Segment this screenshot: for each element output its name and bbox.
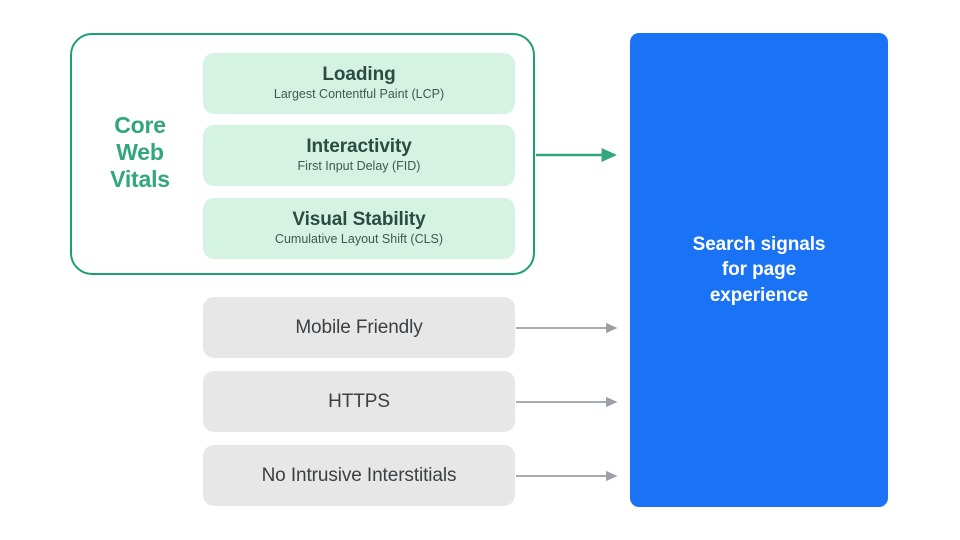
search-signals-line-3: experience	[709, 284, 809, 306]
metric-subtitle: Cumulative Layout Shift (CLS)	[274, 232, 444, 247]
signal-card-no-intrusive-interstitials: No Intrusive Interstitials	[203, 445, 515, 506]
metric-subtitle: Largest Contentful Paint (LCP)	[273, 87, 445, 102]
core-web-vitals-label-line-2: Web	[116, 139, 164, 166]
signal-card-label: Mobile Friendly	[295, 316, 423, 338]
search-signals-line-1: Search signals	[692, 233, 826, 255]
signal-card-mobile-friendly: Mobile Friendly	[203, 297, 515, 358]
search-signals-panel-text: Search signals for page experience	[693, 232, 826, 309]
metric-title: Interactivity	[306, 135, 412, 157]
metric-title: Visual Stability	[292, 208, 426, 230]
signal-card-label: HTTPS	[328, 390, 390, 412]
core-web-vitals-label-line-3: Vitals	[110, 166, 170, 193]
metric-title: Loading	[322, 63, 396, 85]
metric-subtitle: First Input Delay (FID)	[297, 159, 421, 174]
metric-card-loading: Loading Largest Contentful Paint (LCP)	[203, 53, 515, 114]
core-web-vitals-label-line-1: Core	[114, 112, 166, 138]
search-signals-line-2: for page	[721, 259, 797, 281]
core-web-vitals-label: Core Web Vitals	[86, 112, 194, 193]
metric-card-visual-stability: Visual Stability Cumulative Layout Shift…	[203, 198, 515, 259]
signal-card-https: HTTPS	[203, 371, 515, 432]
metric-card-interactivity: Interactivity First Input Delay (FID)	[203, 125, 515, 186]
signal-card-label: No Intrusive Interstitials	[261, 464, 457, 486]
search-signals-panel: Search signals for page experience	[630, 33, 888, 507]
